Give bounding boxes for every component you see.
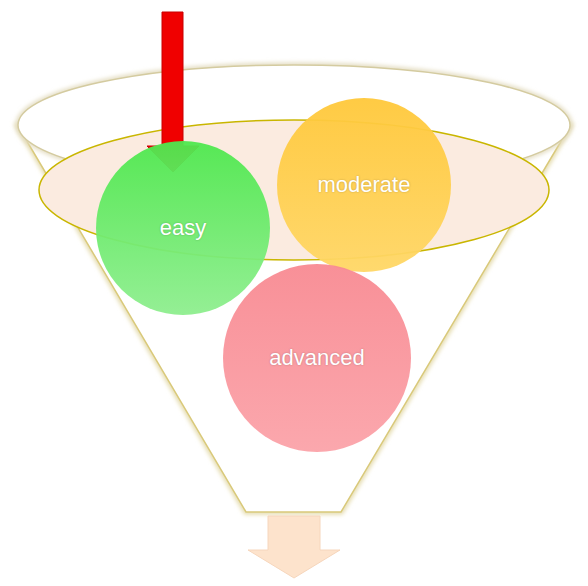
circle-fill [96,141,270,315]
circle-label: easy [160,215,206,241]
easy-circle: easy [95,140,271,316]
circle-label: advanced [269,345,364,371]
advanced-circle: advanced [222,263,412,453]
circle-label: moderate [318,172,411,198]
circle-fill [223,264,411,452]
circle-fill [277,98,451,272]
pointer-arrow [147,12,199,172]
moderate-circle: moderate [276,97,452,273]
output-arrow [248,516,340,578]
